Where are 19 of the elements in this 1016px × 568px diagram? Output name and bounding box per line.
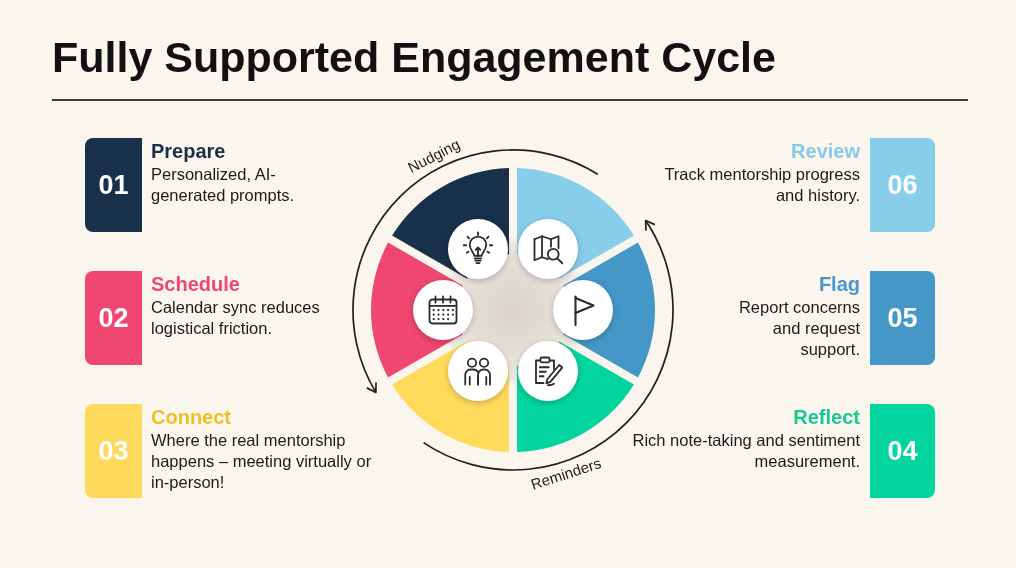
step-title: Schedule bbox=[151, 272, 240, 297]
step-title: Flag bbox=[818, 272, 860, 297]
step-description: Where the real mentorship happens – meeting virtually or in-person! bbox=[151, 430, 373, 493]
step-description: Rich note-taking and sentiment measurement. bbox=[631, 430, 860, 472]
step-title: Prepare bbox=[151, 139, 226, 164]
step-number: 01 bbox=[85, 138, 142, 232]
step-number: 04 bbox=[870, 404, 935, 498]
step-title: Reflect bbox=[793, 405, 860, 430]
step-number: 02 bbox=[85, 271, 142, 365]
step-title: Connect bbox=[151, 405, 231, 430]
step-description: Calendar sync reduces logistical friction. bbox=[151, 297, 321, 339]
step-number: 06 bbox=[870, 138, 935, 232]
step-description: Personalized, AI-generated prompts. bbox=[151, 164, 296, 206]
step-title: Review bbox=[791, 139, 860, 164]
page-title: Fully Supported Engagement Cycle bbox=[52, 32, 776, 82]
step-description: Report concerns and request support. bbox=[737, 297, 860, 360]
step-description: Track mentorship progress and history. bbox=[663, 164, 860, 206]
step-number: 03 bbox=[85, 404, 142, 498]
step-number: 05 bbox=[870, 271, 935, 365]
